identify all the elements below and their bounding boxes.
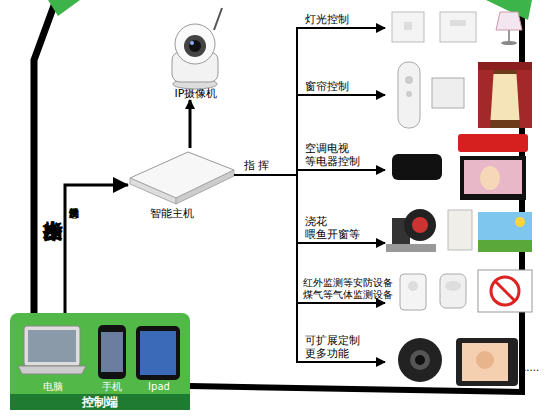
node-label: 手机 (92, 381, 132, 393)
connector-arrow (234, 175, 385, 303)
client-device: 电脑 (18, 323, 88, 393)
control-item: 可扩展定制 更多功能 (385, 334, 535, 390)
custom-art (398, 338, 518, 386)
green-corner (486, 0, 532, 20)
node-label: 浇花 喂鱼开窗等 (305, 215, 375, 241)
connector-arrow (189, 100, 192, 148)
command-loop-line (34, 0, 56, 313)
control-item: 空调电视 等电器控制 (385, 140, 535, 200)
garden-art (386, 209, 532, 252)
control-item: 灯光控制 (385, 8, 535, 48)
node-label: 可扩展定制 更多功能 (305, 334, 375, 360)
ip-camera: IP摄像机 (160, 8, 232, 100)
node-label: 空调电视 等电器控制 (305, 142, 375, 168)
light-art (392, 12, 522, 45)
client-device: Ipad (133, 323, 185, 393)
node-label: 窗帘控制 (305, 80, 365, 93)
node-label: 电脑 (18, 381, 88, 393)
connector-arrow (234, 95, 385, 175)
connector-arrow (234, 175, 385, 362)
ip-camera-art (172, 8, 222, 89)
client-panel: 控制端电脑手机Ipad (10, 313, 190, 410)
node-label: IP摄像机 (160, 87, 232, 100)
host-art (130, 152, 234, 204)
node-label: 智能主机 (150, 207, 210, 220)
client-devices-art (18, 325, 180, 380)
connector-arrow (234, 170, 385, 175)
node-label: Ipad (133, 381, 185, 393)
ellipsis-mark: ...... (520, 362, 539, 374)
node-label: 灯光控制 (305, 13, 365, 26)
control-item: 窗帘控制 (385, 62, 535, 128)
node-label: 红外监测等安防设备 煤气等气体监测设备 (303, 277, 397, 301)
client-device: 手机 (92, 323, 132, 393)
edge-label: 指 挥 (244, 159, 270, 172)
connector-arrow (234, 28, 385, 175)
connector-arrow (65, 185, 128, 313)
connector-arrow (234, 175, 385, 243)
green-corner (48, 0, 80, 16)
security-art (400, 270, 532, 312)
smart-host: 智能主机 (128, 148, 234, 220)
control-item: 红外监测等安防设备 煤气等气体监测设备 (385, 276, 535, 330)
node-label: 控制端 (10, 394, 190, 410)
control-item: 浇花 喂鱼开窗等 (385, 213, 535, 273)
appliance-art (392, 134, 528, 200)
command-loop-line (190, 0, 522, 392)
curtain-art (398, 62, 532, 128)
